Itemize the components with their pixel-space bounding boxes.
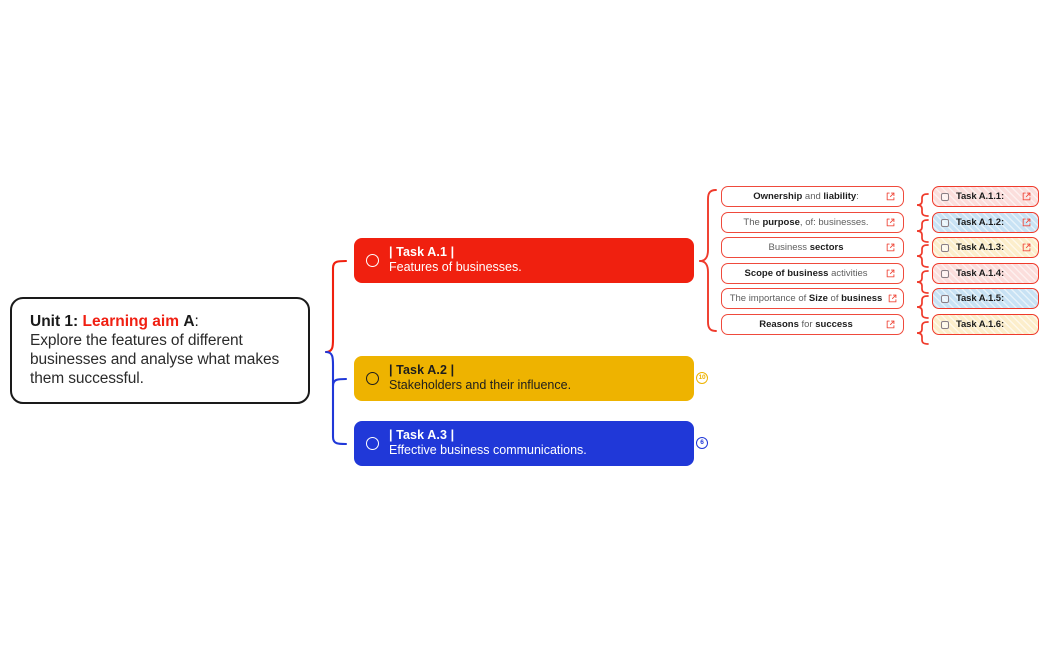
- external-link-icon[interactable]: [886, 269, 895, 278]
- topic-label: Ownership and liability:: [753, 191, 859, 202]
- root-unit-label: Unit 1:: [30, 313, 79, 330]
- leaf-label: Task A.1.5:: [956, 293, 1005, 304]
- checkbox-icon[interactable]: [941, 320, 949, 329]
- topic-label: Business sectors: [768, 242, 844, 253]
- checkbox-icon[interactable]: [941, 243, 949, 252]
- topic-pill-scope[interactable]: Scope of business activities: [721, 263, 904, 284]
- external-link-icon[interactable]: [886, 218, 895, 227]
- task-a3-count-badge: 6: [696, 437, 708, 449]
- external-link-icon[interactable]: [1022, 218, 1031, 227]
- topic-label: Scope of business activities: [744, 268, 868, 279]
- circle-bullet-icon: [366, 437, 379, 450]
- topic-label: The importance of Size of business: [729, 293, 883, 304]
- root-description: Explore the features of different busine…: [30, 332, 280, 388]
- leaf-label: Task A.1.1:: [956, 191, 1005, 202]
- checkbox-icon[interactable]: [941, 294, 949, 303]
- checkbox-icon[interactable]: [941, 218, 949, 227]
- task-a2-count-badge: 10: [696, 372, 708, 384]
- leaf-pill-a12[interactable]: Task A.1.2:: [932, 212, 1039, 233]
- leaf-label: Task A.1.3:: [956, 242, 1005, 253]
- circle-bullet-icon: [366, 254, 379, 267]
- topic-pill-size[interactable]: The importance of Size of business: [721, 288, 904, 309]
- leaf-label: Task A.1.2:: [956, 217, 1005, 228]
- topic-pill-purpose[interactable]: The purpose, of: businesses.: [721, 212, 904, 233]
- task-a3-title: | Task A.3 |: [389, 428, 455, 442]
- leaf-pill-a13[interactable]: Task A.1.3:: [932, 237, 1039, 258]
- external-link-icon[interactable]: [886, 192, 895, 201]
- task-a3-subtitle: Effective business communications.: [389, 442, 587, 457]
- topic-label: Reasons for success: [759, 319, 853, 330]
- leaf-pill-a16[interactable]: Task A.1.6:: [932, 314, 1039, 335]
- task-a2-title: | Task A.2 |: [389, 363, 455, 377]
- root-node[interactable]: Unit 1: Learning aim A: Explore the feat…: [10, 297, 310, 404]
- external-link-icon[interactable]: [1022, 192, 1031, 201]
- checkbox-icon[interactable]: [941, 192, 949, 201]
- root-aim-label: Learning aim: [82, 313, 179, 330]
- leaf-label: Task A.1.6:: [956, 319, 1005, 330]
- task-a2-text: | Task A.2 | Stakeholders and their infl…: [389, 363, 572, 393]
- topic-label: The purpose, of: businesses.: [743, 217, 869, 228]
- task-node-a1[interactable]: | Task A.1 | Features of businesses.: [354, 238, 694, 283]
- leaf-pill-a15[interactable]: Task A.1.5:: [932, 288, 1039, 309]
- external-link-icon[interactable]: [1022, 243, 1031, 252]
- task-a1-title: | Task A.1 |: [389, 245, 455, 259]
- external-link-icon[interactable]: [886, 320, 895, 329]
- task-a2-subtitle: Stakeholders and their influence.: [389, 377, 572, 392]
- task-node-a3[interactable]: | Task A.3 | Effective business communic…: [354, 421, 694, 466]
- root-heading-colon: :: [194, 313, 199, 330]
- leaf-label: Task A.1.4:: [956, 268, 1005, 279]
- topic-pill-sectors[interactable]: Business sectors: [721, 237, 904, 258]
- task-a3-text: | Task A.3 | Effective business communic…: [389, 428, 587, 458]
- root-aim-letter: A: [183, 313, 195, 330]
- leaf-pill-a11[interactable]: Task A.1.1:: [932, 186, 1039, 207]
- topic-pill-ownership[interactable]: Ownership and liability:: [721, 186, 904, 207]
- external-link-icon[interactable]: [886, 243, 895, 252]
- checkbox-icon[interactable]: [941, 269, 949, 278]
- topic-pill-reasons[interactable]: Reasons for success: [721, 314, 904, 335]
- task-a1-text: | Task A.1 | Features of businesses.: [389, 245, 522, 275]
- leaf-pill-a14[interactable]: Task A.1.4:: [932, 263, 1039, 284]
- circle-bullet-icon: [366, 372, 379, 385]
- external-link-icon[interactable]: [888, 294, 897, 303]
- task-a1-subtitle: Features of businesses.: [389, 259, 522, 274]
- task-node-a2[interactable]: | Task A.2 | Stakeholders and their infl…: [354, 356, 694, 401]
- root-node-heading: Unit 1: Learning aim A:: [30, 312, 292, 331]
